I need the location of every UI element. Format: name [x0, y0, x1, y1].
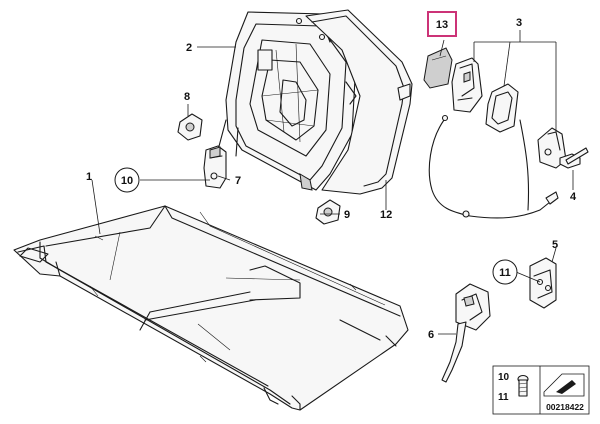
callout-8: 8 — [184, 91, 190, 103]
part-1-floor-frame — [13, 205, 409, 411]
bowden-cables — [428, 114, 559, 219]
callout-12: 12 — [380, 209, 392, 221]
callout-7: 7 — [235, 175, 241, 187]
part-4-bolt — [559, 147, 589, 169]
leader-lines — [91, 30, 574, 335]
callout-11: 11 — [499, 267, 511, 279]
part-7-hinge-bracket — [203, 145, 227, 189]
part-5-striker-plate — [529, 257, 557, 309]
part-13-pad — [423, 47, 453, 89]
callout-13: 13 — [436, 19, 448, 31]
legend-label-11: 11 — [498, 392, 509, 403]
diagram-number: 00218422 — [546, 402, 584, 412]
callout-2: 2 — [186, 42, 192, 54]
part-2-backrest-frame — [217, 11, 357, 191]
part-3-lock-assembly — [451, 57, 567, 169]
callout-4: 4 — [570, 191, 577, 203]
callout-6: 6 — [428, 329, 434, 341]
part-9-clip — [315, 199, 341, 225]
part-12-backrest-cover — [305, 9, 413, 195]
screw-icon — [517, 374, 529, 397]
part-8-clip — [177, 113, 203, 141]
part-6-lower-lock — [441, 283, 491, 383]
callout-10-circle — [114, 167, 140, 193]
callout-11-circle — [492, 259, 518, 285]
callout-5: 5 — [552, 239, 558, 251]
callouts: 2 1 8 7 9 12 3 4 5 6 10 11 13 — [86, 11, 577, 341]
callout-10: 10 — [121, 175, 133, 187]
callout-1: 1 — [86, 171, 92, 183]
callout-13-highlight-box — [427, 11, 457, 37]
legend-box: 10 11 00218422 — [492, 365, 590, 415]
callout-3: 3 — [516, 17, 522, 29]
legend-label-10: 10 — [498, 372, 510, 383]
callout-9: 9 — [344, 209, 350, 221]
arrow-key-icon — [543, 373, 585, 397]
